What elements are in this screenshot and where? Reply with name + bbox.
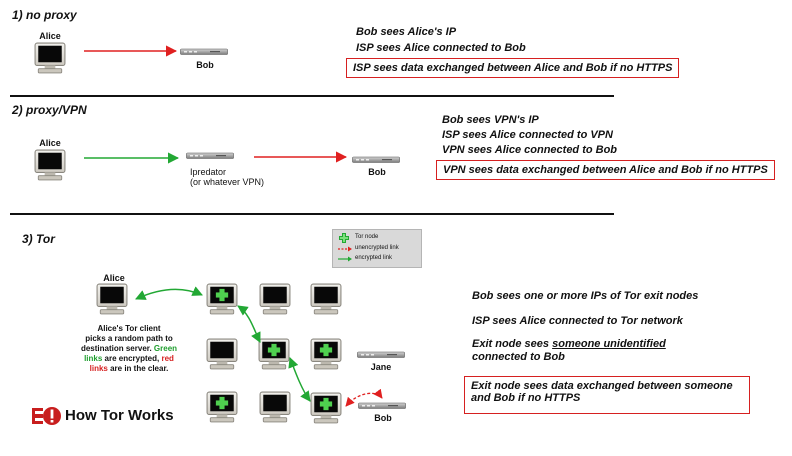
section1-title: 1) no proxy [12,8,77,22]
legend-encrypted-arrow [338,256,352,262]
s2-statement-3: VPN sees Alice connected to Bob [442,144,618,156]
legend: Tor node unencrypted link encrypted link [332,229,422,268]
s1-statement-2: ISP sees Alice connected to Bob [356,42,526,54]
tor-encrypted-link-2 [237,305,261,343]
tor-unencrypted-link [345,388,383,407]
tor-encrypted-link-1 [135,286,203,300]
alice-label-2: Alice [39,138,61,148]
bob-label-3: Bob [374,413,392,423]
s3-statement-3-line2: connected to Bob [472,351,565,363]
section2-title: 2) proxy/VPN [12,103,87,117]
legend-encrypted-label: encrypted link [355,255,393,261]
s3-statement-3: Exit node sees someone unidentified [472,338,666,350]
tor-node-legend-icon [339,233,349,243]
logo-title: How Tor Works [65,407,174,424]
section-divider-1 [10,95,614,97]
legend-tor-node-label: Tor node [355,234,379,240]
eff-logo-icon [32,407,61,425]
vpn-label-line1: Ipredator [190,167,227,177]
section-divider-2 [10,213,614,215]
tor-encrypted-link-3 [288,357,311,402]
legend-unencrypted-arrow [338,246,352,252]
bob-label-2: Bob [368,167,386,177]
s2-statement-4-box: VPN sees data exchanged between Alice an… [436,160,775,180]
s1-statement-3-box: ISP sees data exchanged between Alice an… [346,58,680,78]
s2-statement-2: ISP sees Alice connected to VPN [442,129,613,141]
s2-statement-1: Bob sees VPN's IP [442,114,539,126]
legend-unencrypted-label: unencrypted link [355,245,399,251]
alice-label-3: Alice [103,273,125,283]
s3-statement-2: ISP sees Alice connected to Tor network [472,315,683,327]
alice-label-1: Alice [39,31,61,41]
s3-statement-4-box: Exit node sees data exchanged between so… [464,376,750,414]
bob-label-1: Bob [196,60,214,70]
vpn-label-line2: (or whatever VPN) [190,177,265,187]
s1-statement-1: Bob sees Alice's IP [356,26,457,38]
s3-statement-1: Bob sees one or more IPs of Tor exit nod… [472,290,699,302]
section3-title: 3) Tor [22,232,55,246]
jane-label: Jane [370,362,392,372]
tor-description: Alice's Tor client picks a random path t… [80,324,178,373]
